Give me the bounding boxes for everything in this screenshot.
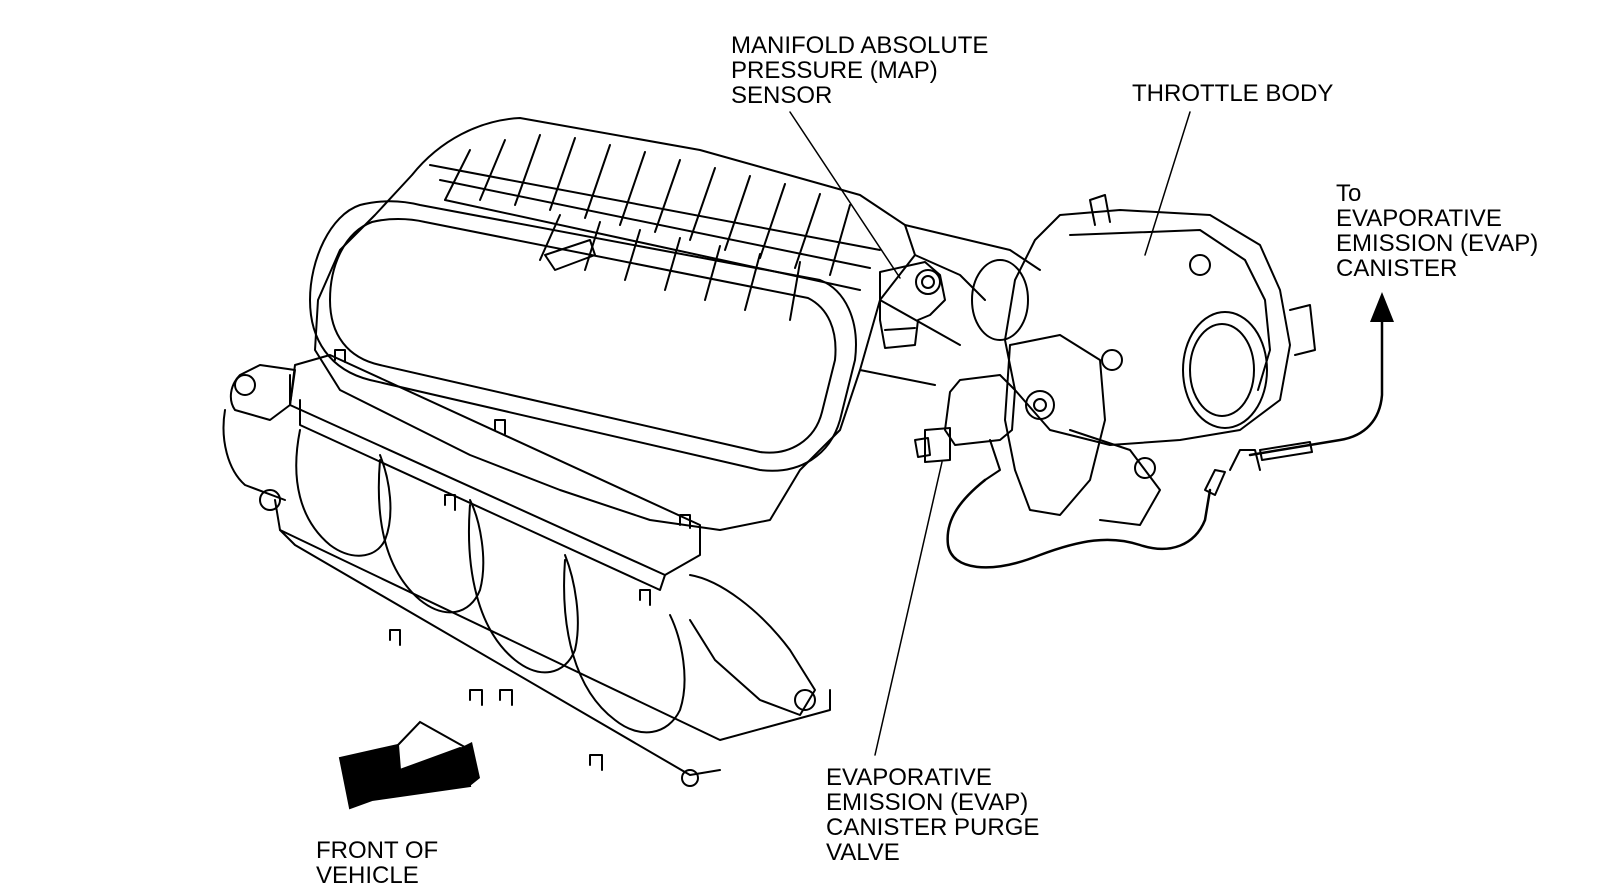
evap-hoses <box>946 318 1384 569</box>
evap-canister-label-line: To <box>1336 180 1362 207</box>
front-of-vehicle-arrow-icon <box>338 720 480 810</box>
evap-purge-valve-label-line: EMISSION (EVAP) <box>826 789 1029 816</box>
front-of-vehicle-label-line: FRONT OF <box>316 837 439 864</box>
leader-lines <box>789 111 1191 756</box>
evap-purge-valve-label: EVAPORATIVE EMISSION (EVAP) CANISTER PUR… <box>826 765 1039 865</box>
evap-canister-label: To EVAPORATIVE EMISSION (EVAP) CANISTER <box>1336 181 1538 281</box>
evap-purge-valve-label-line: CANISTER PURGE <box>826 814 1040 841</box>
evap-purge-valve-label-line: EVAPORATIVE <box>826 764 992 791</box>
intake-runners <box>222 349 831 787</box>
throttle-body-icon <box>1004 194 1316 526</box>
map-sensor-label: MANIFOLD ABSOLUTE PRESSURE (MAP) SENSOR <box>731 33 988 108</box>
map-leader-line <box>789 111 901 279</box>
throttle-leader-line <box>1144 111 1191 256</box>
arrow-up-icon <box>1370 292 1394 322</box>
evap-purge-valve-icon <box>914 374 1016 481</box>
map-sensor-icon <box>879 261 946 349</box>
map-sensor-label-line: MANIFOLD ABSOLUTE <box>731 32 989 59</box>
throttle-body-label: THROTTLE BODY <box>1132 81 1333 106</box>
throttle-neck <box>859 224 1041 386</box>
front-of-vehicle-label-line: VEHICLE <box>316 862 419 889</box>
evap-purge-valve-label-line: VALVE <box>826 839 900 866</box>
evap-canister-label-line: EMISSION (EVAP) <box>1336 230 1539 257</box>
evap-canister-label-line: EVAPORATIVE <box>1336 205 1502 232</box>
front-of-vehicle-label: FRONT OF VEHICLE <box>316 838 438 888</box>
map-sensor-label-line: SENSOR <box>731 82 833 109</box>
evap-canister-label-line: CANISTER <box>1336 255 1458 282</box>
purge-leader-line <box>874 461 943 756</box>
intake-plenum <box>309 117 916 531</box>
throttle-body-label-line: THROTTLE BODY <box>1132 80 1334 107</box>
map-sensor-label-line: PRESSURE (MAP) <box>731 57 938 84</box>
